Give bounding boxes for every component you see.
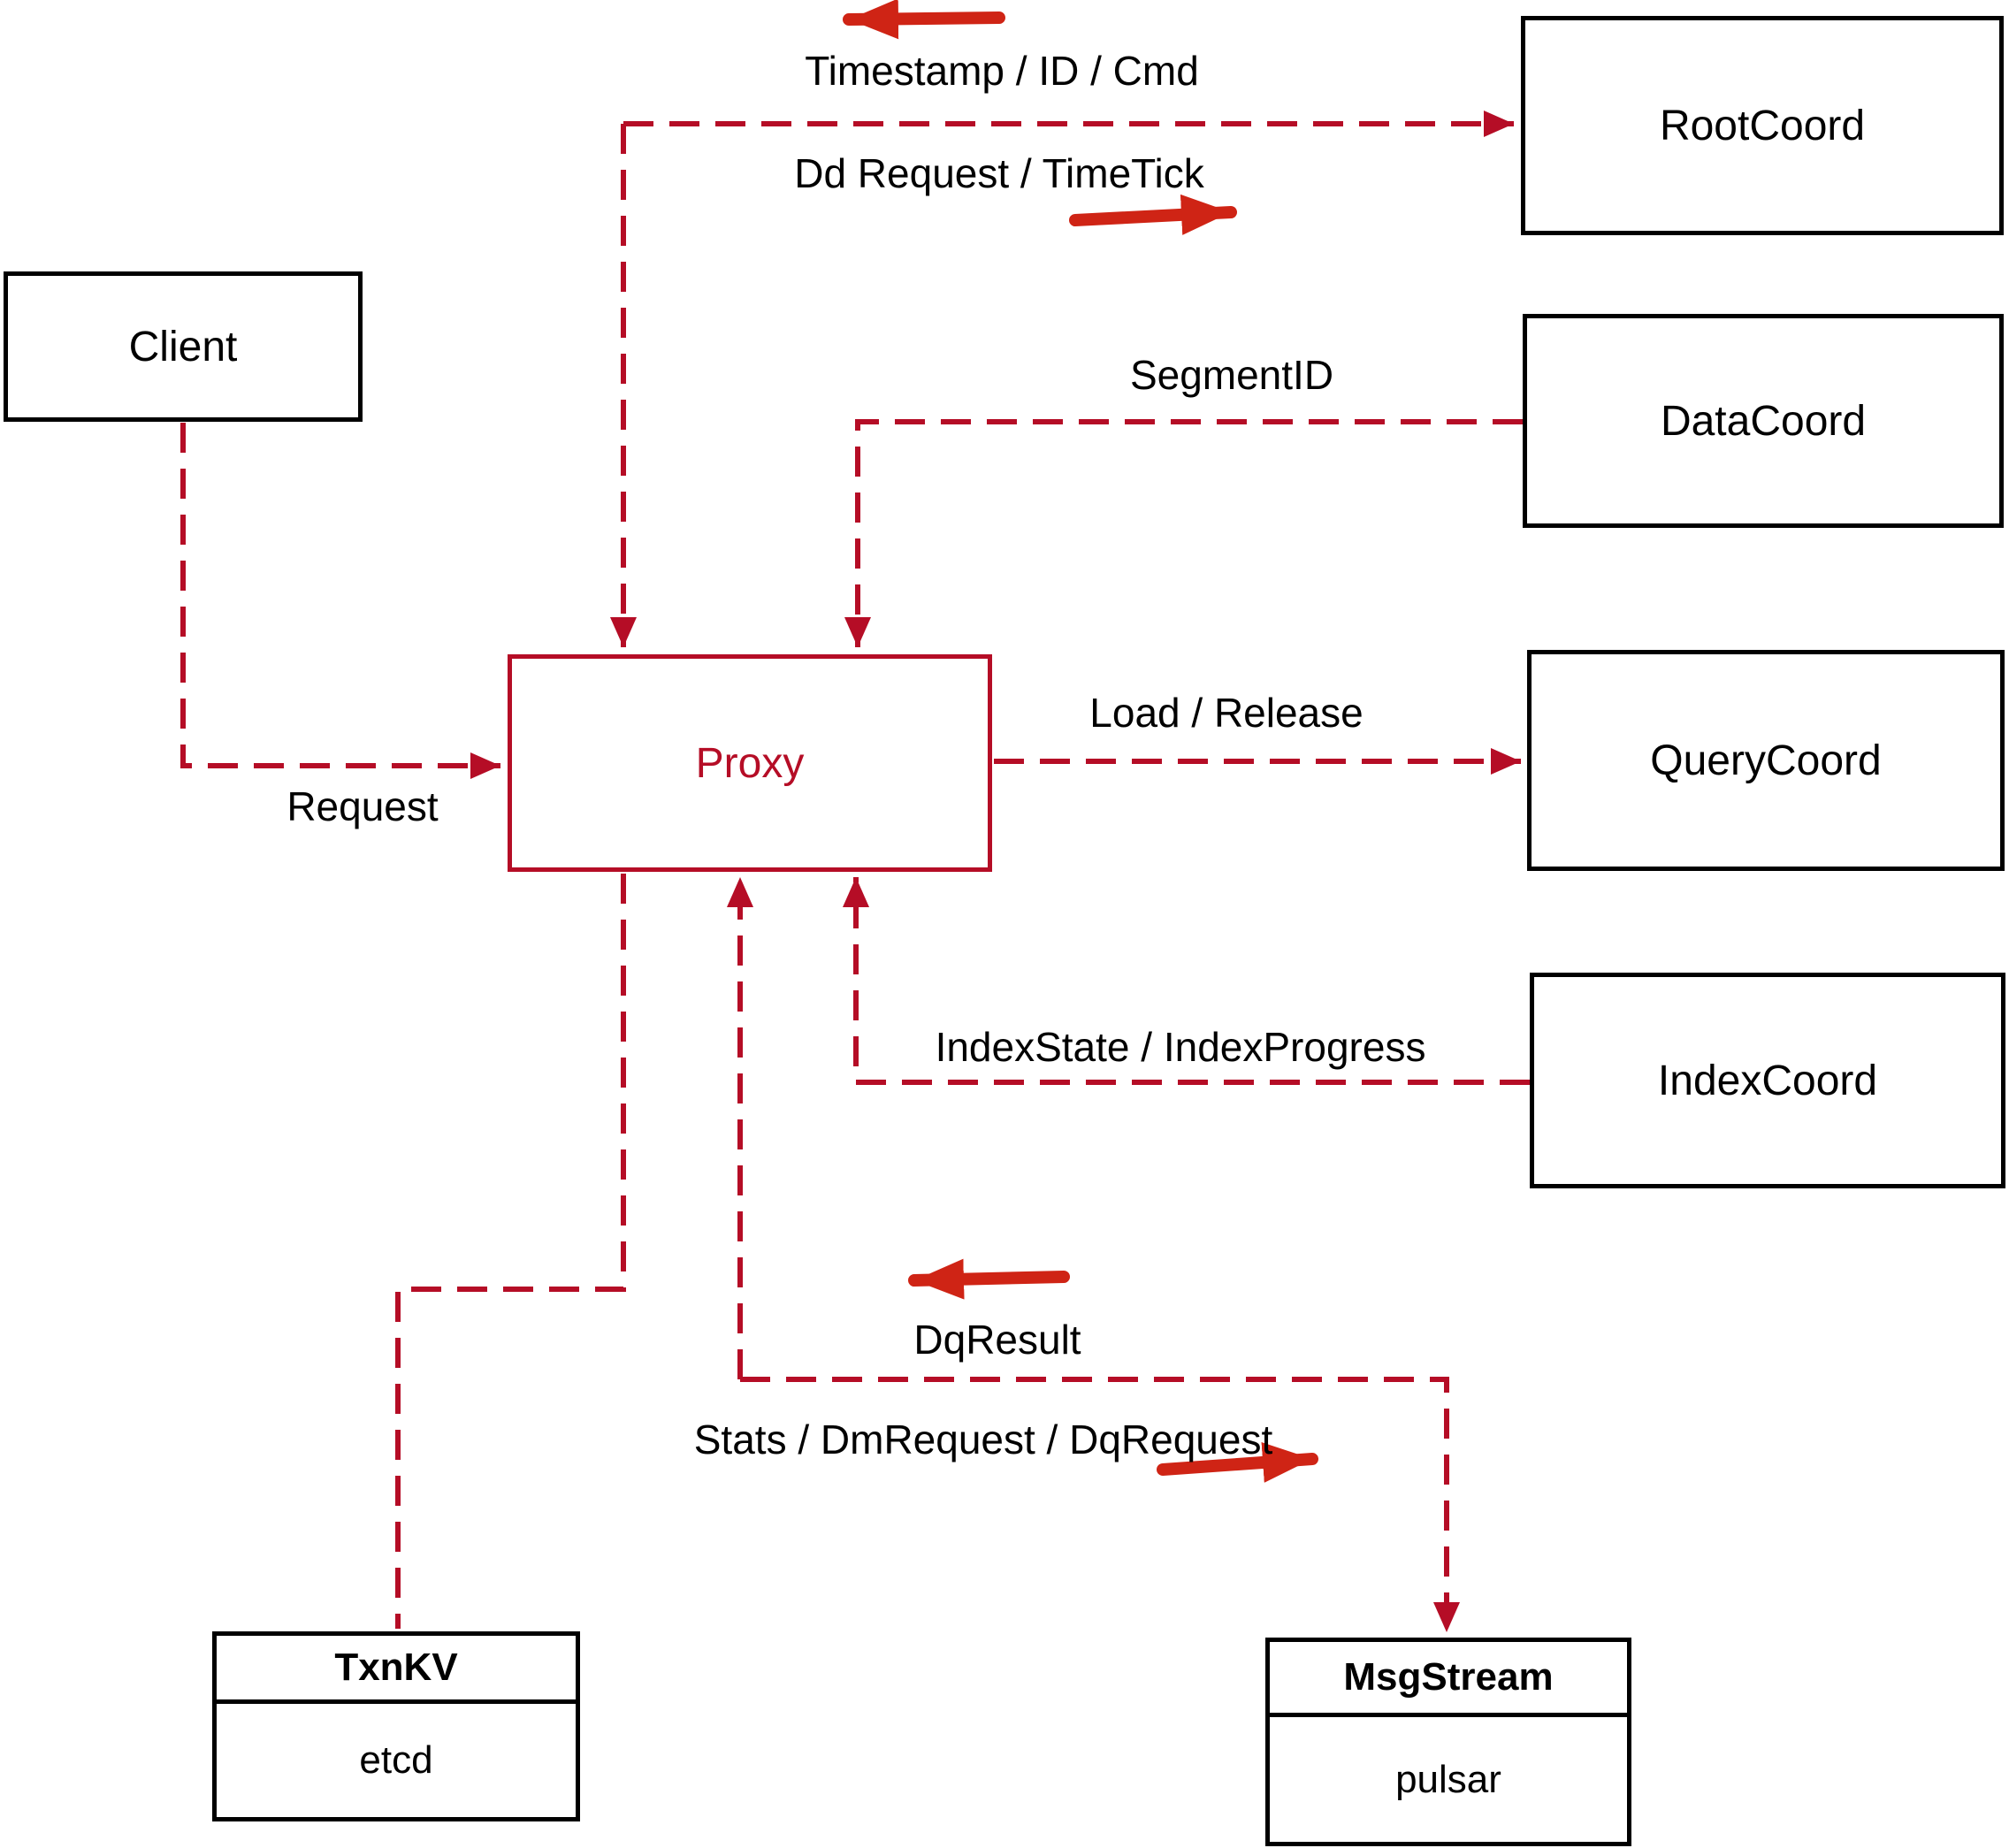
edge-proxy-txnkv [395,874,626,1629]
node-msgstream-title: MsgStream [1270,1642,1627,1717]
node-proxy: Proxy [508,654,992,872]
edge-datacoord-proxy [844,419,1523,647]
node-client-label: Client [128,323,238,370]
edge-label-stats-dm-dq: Stats / DmRequest / DqRequest [693,1417,1273,1462]
edge-label-dq-result: DqResult [913,1317,1081,1363]
node-txnkv: TxnKV etcd [212,1631,580,1821]
node-msgstream: MsgStream pulsar [1265,1638,1631,1846]
edge-label-load-release: Load / Release [1089,690,1364,736]
node-indexcoord-label: IndexCoord [1657,1057,1878,1104]
edge-label-timestamp-id-cmd: Timestamp / ID / Cmd [805,48,1199,94]
edge-label-index-state: IndexState / IndexProgress [935,1024,1426,1070]
node-rootcoord: RootCoord [1521,16,2004,235]
edge-client-proxy [180,423,500,779]
node-txnkv-title: TxnKV [217,1636,576,1704]
direction-arrow-right-stats [1157,1442,1318,1483]
node-querycoord-label: QueryCoord [1650,737,1882,784]
direction-arrow-left-timestamp [843,0,1005,40]
node-client: Client [4,271,363,422]
node-datacoord-label: DataCoord [1660,397,1867,445]
direction-arrow-right-ddrequest [1069,194,1237,235]
edge-indexcoord-proxy [843,877,1530,1085]
edge-label-dd-request-timetick: Dd Request / TimeTick [794,150,1204,196]
node-querycoord: QueryCoord [1527,650,2005,871]
node-msgstream-subtitle: pulsar [1395,1757,1501,1801]
node-proxy-label: Proxy [695,739,805,787]
edge-proxy-msgstream-down [740,1377,1460,1632]
node-txnkv-subtitle: etcd [359,1738,433,1782]
direction-arrow-left-dqresult [908,1258,1070,1300]
edge-label-segment-id: SegmentID [1129,352,1334,398]
edge-label-request: Request [286,783,439,829]
node-datacoord: DataCoord [1523,314,2004,528]
node-rootcoord-label: RootCoord [1659,102,1866,149]
node-indexcoord: IndexCoord [1530,973,2005,1188]
